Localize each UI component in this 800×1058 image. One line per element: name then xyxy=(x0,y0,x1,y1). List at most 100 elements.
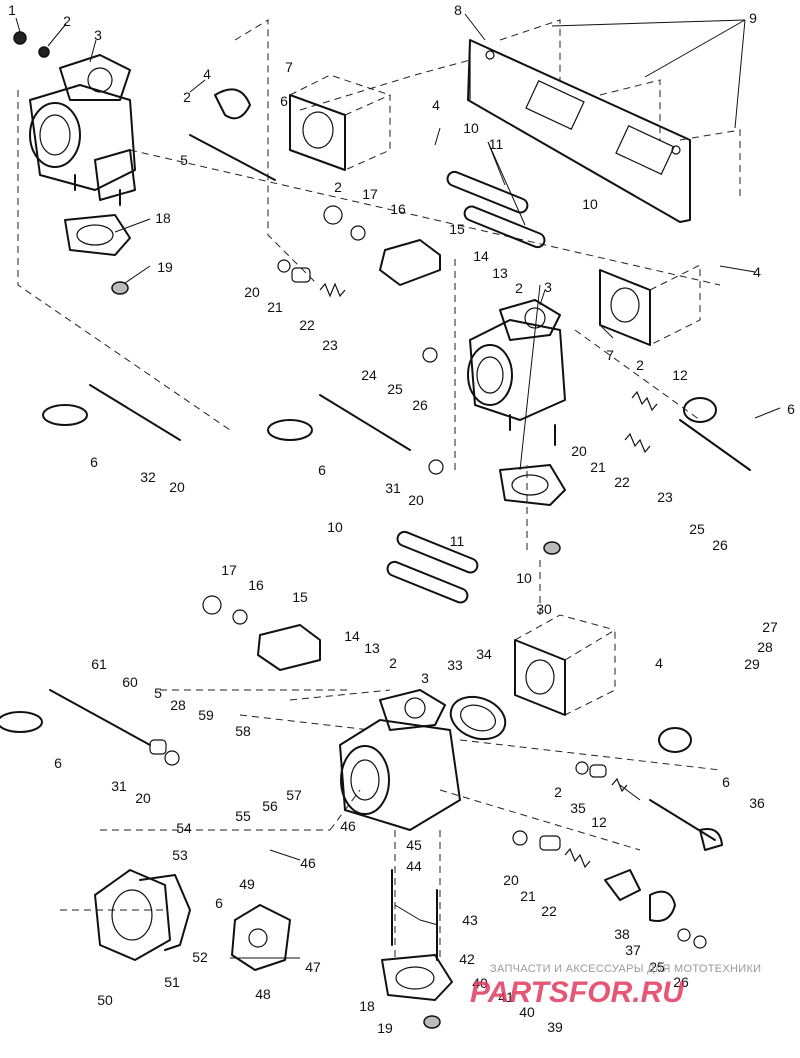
callout-25: 25 xyxy=(387,381,403,397)
callout-8: 8 xyxy=(454,2,462,18)
grommet-19-bottom xyxy=(423,1015,441,1029)
callout-6: 6 xyxy=(280,93,288,109)
callout-47: 47 xyxy=(305,959,321,975)
callout-56: 56 xyxy=(262,798,278,814)
grommet-19 xyxy=(111,281,129,295)
callout-10: 10 xyxy=(582,196,598,212)
callout-43: 43 xyxy=(462,912,478,928)
callout-31: 31 xyxy=(111,778,127,794)
callout-40: 40 xyxy=(472,975,488,991)
callout-12: 12 xyxy=(591,814,607,830)
callout-18: 18 xyxy=(155,210,171,226)
watermark-caption: ЗАПЧАСТИ И АКСЕССУАРЫ ДЛЯ МОТОТЕХНИКИ xyxy=(490,963,761,975)
callout-61: 61 xyxy=(91,656,107,672)
gasket-18 xyxy=(64,214,131,256)
callout-9: 9 xyxy=(749,10,757,26)
callout-2: 2 xyxy=(334,179,342,195)
carburetor-body-center xyxy=(467,299,566,446)
callout-36: 36 xyxy=(749,795,765,811)
callout-41: 41 xyxy=(498,989,514,1005)
callout-19: 19 xyxy=(157,259,173,275)
callout-60: 60 xyxy=(122,674,138,690)
callout-6: 6 xyxy=(215,895,223,911)
callout-7: 7 xyxy=(285,59,293,75)
diaphragm-33 xyxy=(449,695,507,741)
springs xyxy=(319,282,658,869)
callout-4: 4 xyxy=(753,264,761,280)
callout-52: 52 xyxy=(192,949,208,965)
callout-2: 2 xyxy=(63,13,71,29)
callout-49: 49 xyxy=(239,876,255,892)
mounting-plate-8 xyxy=(467,19,741,223)
carburetor-body-bottom xyxy=(339,689,461,831)
callout-46: 46 xyxy=(300,855,316,871)
callout-57: 57 xyxy=(286,787,302,803)
callout-44: 44 xyxy=(406,858,422,874)
callout-2: 2 xyxy=(515,280,523,296)
callout-4: 4 xyxy=(432,97,440,113)
callout-6: 6 xyxy=(318,462,326,478)
mixing-chamber-plate-30 xyxy=(514,614,616,716)
callout-10: 10 xyxy=(327,519,343,535)
throttle-shaft-top xyxy=(189,88,276,181)
callout-2: 2 xyxy=(554,784,562,800)
callout-2: 2 xyxy=(389,655,397,671)
callout-3: 3 xyxy=(94,27,102,43)
callout-46: 46 xyxy=(340,818,356,834)
watermark-logo: PARTSFOR.RU xyxy=(470,976,685,1009)
callout-1: 1 xyxy=(8,2,16,18)
callout-15: 15 xyxy=(449,221,465,237)
callout-15: 15 xyxy=(292,589,308,605)
callout-28: 28 xyxy=(757,639,773,655)
callout-22: 22 xyxy=(614,474,630,490)
callout-32: 32 xyxy=(140,469,156,485)
mixing-chamber-plate-7 xyxy=(289,74,391,171)
callout-18: 18 xyxy=(359,998,375,1014)
callout-labels: 1 2 3 2 4 5 6 7 8 9 4 10 11 10 2 17 16 1… xyxy=(8,2,795,1036)
callout-4: 4 xyxy=(655,655,663,671)
callout-28: 28 xyxy=(170,697,186,713)
callout-29: 29 xyxy=(744,656,760,672)
callout-11: 11 xyxy=(489,136,504,152)
callout-3: 3 xyxy=(421,670,429,686)
grommet-center xyxy=(543,541,561,555)
callout-23: 23 xyxy=(322,337,338,353)
callout-26: 26 xyxy=(673,974,689,990)
callout-58: 58 xyxy=(235,723,251,739)
callout-20: 20 xyxy=(169,479,185,495)
callout-54: 54 xyxy=(176,820,192,836)
callout-25: 25 xyxy=(689,521,705,537)
callout-3: 3 xyxy=(544,279,552,295)
choke-shafts-left xyxy=(0,384,411,746)
gasket-center xyxy=(499,464,566,506)
callout-16: 16 xyxy=(248,577,264,593)
callout-21: 21 xyxy=(590,459,606,475)
linkage-tubes-11 xyxy=(386,170,546,604)
studs-43 xyxy=(391,869,438,961)
callout-22: 22 xyxy=(541,903,557,919)
callout-20: 20 xyxy=(571,443,587,459)
callout-2: 2 xyxy=(183,89,191,105)
callout-20: 20 xyxy=(135,790,151,806)
callout-17: 17 xyxy=(362,186,378,202)
callout-34: 34 xyxy=(476,646,492,662)
throttle-arm-38 xyxy=(604,869,707,949)
pump-cover-51-52 xyxy=(94,869,191,961)
callout-5: 5 xyxy=(180,152,188,168)
callout-20: 20 xyxy=(503,872,519,888)
callout-50: 50 xyxy=(97,992,113,1008)
callout-4: 4 xyxy=(203,66,211,82)
callout-6: 6 xyxy=(787,401,795,417)
carburetor-body-top-left xyxy=(13,31,136,206)
callout-10: 10 xyxy=(463,120,479,136)
callout-51: 51 xyxy=(164,974,180,990)
assembly-guide-lines xyxy=(17,19,721,960)
callout-48: 48 xyxy=(255,986,271,1002)
callout-53: 53 xyxy=(172,847,188,863)
washers-bushings xyxy=(149,205,607,851)
mixing-chamber-plate-7b xyxy=(599,264,701,346)
callout-23: 23 xyxy=(657,489,673,505)
callout-13: 13 xyxy=(492,265,508,281)
callout-6: 6 xyxy=(722,774,730,790)
